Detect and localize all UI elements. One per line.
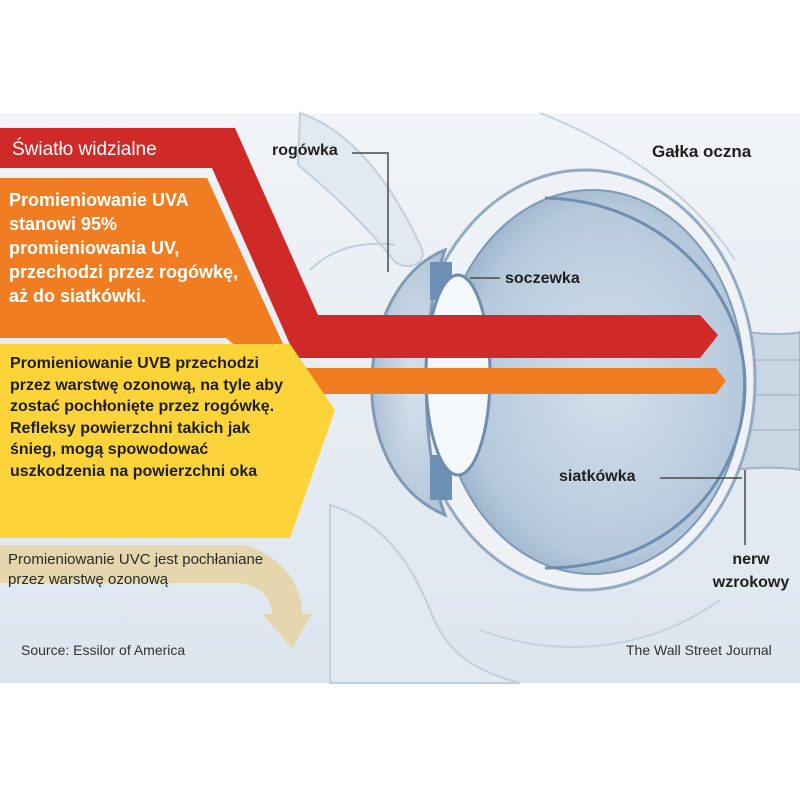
eyelid-fold: [309, 242, 396, 271]
retina-label: siatkówka: [559, 468, 636, 485]
optic-nerve-label: nerw wzrokowy: [712, 551, 790, 591]
visible-light-label: Światło widzialne: [12, 139, 157, 160]
uvc-description: Promieniowanie UVC jest pochłaniane prze…: [8, 551, 264, 588]
publisher-credit: The Wall Street Journal: [626, 642, 772, 658]
lower-eyelid: [329, 503, 521, 684]
uvb-band: [0, 344, 335, 538]
upper-eyelid: [296, 111, 424, 267]
cornea-label: rogówka: [272, 142, 338, 159]
uva-description: Promieniowanie UVA stanowi 95% promienio…: [9, 190, 239, 306]
uva-band: [0, 178, 726, 394]
retina-layer: [544, 196, 747, 570]
uvb-description: Promieniowanie UVB przechodzi przez wars…: [10, 355, 283, 480]
source-credit: Source: Essilor of America: [21, 642, 186, 658]
cornea-leader: [352, 152, 389, 272]
visible-light-band: [0, 128, 718, 358]
socket-line-upper: [539, 112, 736, 261]
lens-label: soczewka: [505, 270, 580, 287]
uvc-band: [0, 545, 312, 648]
socket-line-lower: [479, 599, 721, 648]
diagram-title: Gałka oczna: [652, 142, 752, 161]
